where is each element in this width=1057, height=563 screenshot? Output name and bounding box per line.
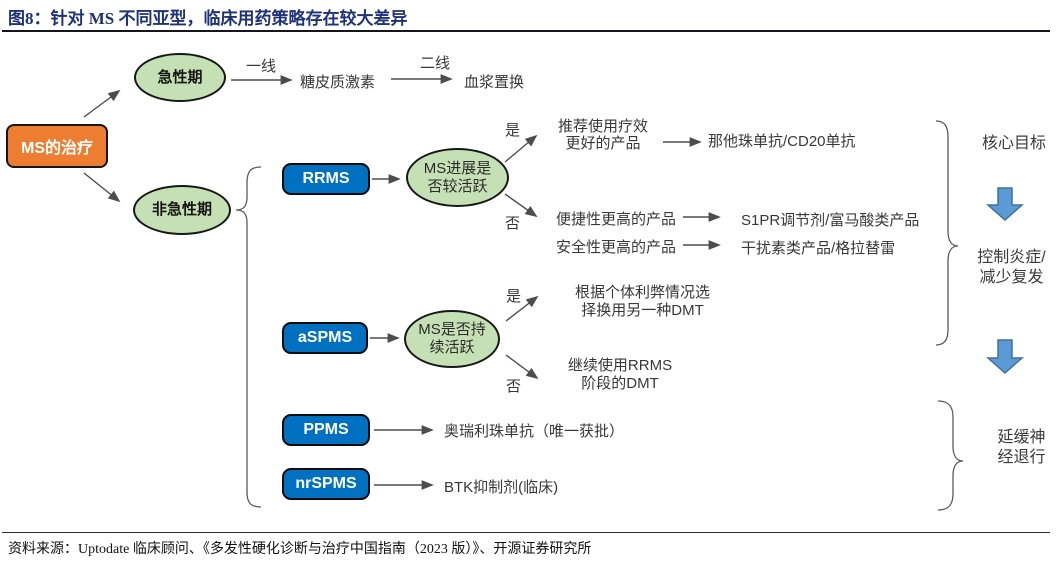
safety-strategy: 安全性更高的产品 bbox=[556, 239, 677, 256]
non-acute-phase-label: 非急性期 bbox=[151, 201, 212, 218]
goal-inflammation-line2: 减少复发 bbox=[979, 269, 1044, 286]
second-line-arrow-label: 二线 bbox=[419, 55, 450, 72]
right-brace-bottom bbox=[937, 400, 964, 511]
right-brace-top bbox=[935, 120, 959, 346]
convenience-strategy: 便捷性更高的产品 bbox=[556, 211, 677, 228]
safety-products: 干扰素类产品/格拉替雷 bbox=[741, 240, 896, 257]
rrms-question-node: MS进展是 否较活跃 bbox=[406, 148, 509, 207]
arrow-aspms-yes bbox=[505, 295, 539, 322]
figure-title: 图8：针对 MS 不同亚型，临床用药策略存在较大差异 bbox=[8, 9, 408, 28]
goal-inflammation: 控制炎症/ 减少复发 bbox=[966, 248, 1057, 288]
convenience-products: S1PR调节剂/富马酸类产品 bbox=[741, 212, 920, 229]
rrms-no-label: 否 bbox=[505, 215, 521, 232]
aspms-question-line1: MS是否持 bbox=[418, 321, 486, 338]
first-line-arrow-label: 一线 bbox=[245, 58, 276, 75]
down-arrow-icon-2 bbox=[986, 339, 1024, 375]
nrspms-node: nrSPMS bbox=[282, 468, 370, 500]
rrms-node: RRMS bbox=[282, 163, 370, 195]
rrms-question-line2: 否较活跃 bbox=[427, 177, 488, 195]
ms-treatment-node: MS的治疗 bbox=[6, 124, 108, 168]
left-brace bbox=[235, 166, 262, 508]
arrow-root-to-nonacute bbox=[83, 172, 121, 203]
rrms-yes-label: 是 bbox=[505, 122, 521, 139]
aspms-question-node: MS是否持 续活跃 bbox=[404, 310, 500, 368]
ppms-node: PPMS bbox=[282, 414, 370, 446]
aspms-no-strategy: 继续使用RRMS 阶段的DMT bbox=[550, 357, 690, 393]
nrspms-treatment: BTK抑制剂(临床) bbox=[444, 479, 559, 496]
aspms-no-strategy-line2: 阶段的DMT bbox=[581, 375, 659, 392]
aspms-no-label: 否 bbox=[506, 378, 522, 395]
rrms-yes-products: 那他珠单抗/CD20单抗 bbox=[708, 133, 856, 150]
arrow-rrms-no bbox=[504, 193, 538, 218]
core-goal-label: 核心目标 bbox=[981, 135, 1046, 152]
aspms-label: aSPMS bbox=[297, 329, 353, 346]
down-arrow-icon-1 bbox=[986, 187, 1024, 222]
rrms-question-line1: MS进展是 bbox=[423, 159, 492, 177]
aspms-yes-strategy-line1: 根据个体利弊情况选 bbox=[574, 284, 710, 301]
ms-treatment-label: MS的治疗 bbox=[20, 140, 93, 157]
aspms-question-line2: 续活跃 bbox=[429, 339, 475, 356]
aspms-yes-label: 是 bbox=[506, 288, 522, 305]
non-acute-phase-node: 非急性期 bbox=[133, 185, 231, 235]
source-note: 资料来源：Uptodate 临床顾问、《多发性硬化诊断与治疗中国指南（2023 … bbox=[8, 542, 592, 557]
goal-neuro-line2: 经退行 bbox=[997, 449, 1046, 466]
rrms-yes-strategy-line2: 更好的产品 bbox=[565, 135, 641, 152]
goal-neurodegeneration: 延缓神 经退行 bbox=[986, 428, 1057, 468]
nrspms-label: nrSPMS bbox=[295, 475, 357, 492]
goal-inflammation-line1: 控制炎症/ bbox=[977, 249, 1046, 266]
arrow-rrms-yes bbox=[504, 134, 538, 163]
arrow-root-to-acute bbox=[83, 89, 121, 118]
acute-phase-node: 急性期 bbox=[134, 53, 226, 102]
acute-phase-label: 急性期 bbox=[157, 68, 203, 86]
arrow-aspms-no bbox=[505, 354, 539, 380]
plasma-exchange-text: 血浆置换 bbox=[464, 74, 525, 91]
rrms-yes-strategy-line1: 推荐使用疗效 bbox=[557, 118, 648, 135]
aspms-yes-strategy: 根据个体利弊情况选 择换用另一种DMT bbox=[545, 284, 740, 320]
aspms-node: aSPMS bbox=[282, 322, 368, 354]
rrms-yes-strategy: 推荐使用疗效 更好的产品 bbox=[546, 118, 660, 152]
aspms-no-strategy-line1: 继续使用RRMS bbox=[567, 357, 673, 374]
ppms-treatment: 奥瑞利珠单抗（唯一获批） bbox=[444, 423, 625, 440]
glucocorticoid-text: 糖皮质激素 bbox=[300, 74, 376, 91]
ppms-label: PPMS bbox=[303, 421, 349, 438]
title-divider bbox=[2, 30, 1050, 32]
aspms-yes-strategy-line2: 择换用另一种DMT bbox=[581, 302, 704, 319]
goal-neuro-line1: 延缓神 bbox=[997, 429, 1046, 446]
rrms-label: RRMS bbox=[302, 170, 350, 187]
footer-divider bbox=[2, 532, 1050, 533]
